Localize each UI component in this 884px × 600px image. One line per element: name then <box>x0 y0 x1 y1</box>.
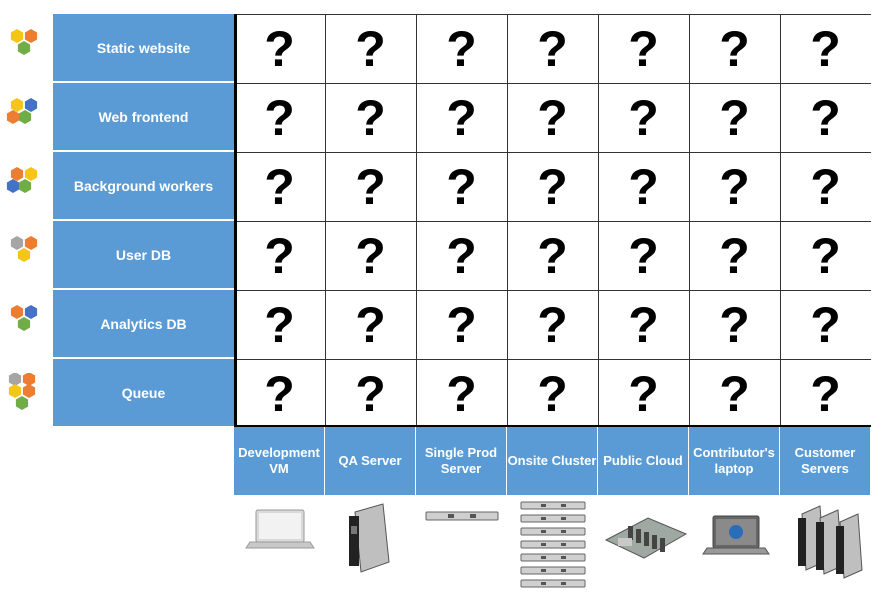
column-label: Customer Servers <box>780 427 871 495</box>
hexagon-shape <box>10 29 24 43</box>
unknown-cell: ? <box>264 158 295 215</box>
unknown-cell: ? <box>537 20 568 77</box>
unknown-cell: ? <box>810 296 841 353</box>
unknown-cell: ? <box>719 20 750 77</box>
row-label: Web frontend <box>53 83 234 151</box>
unknown-cell: ? <box>628 20 659 77</box>
hexagon-shape <box>10 167 24 181</box>
unknown-cell: ? <box>810 227 841 284</box>
unknown-cell: ? <box>719 227 750 284</box>
unknown-cell: ? <box>719 89 750 146</box>
row-label: Queue <box>53 359 234 427</box>
unknown-cell: ? <box>628 89 659 146</box>
blade-servers-icon <box>798 505 863 579</box>
unknown-cell: ? <box>537 89 568 146</box>
hexagon-shape <box>22 373 36 386</box>
column-label: Contributor's laptop <box>689 427 780 495</box>
unknown-cell: ? <box>628 227 659 284</box>
hexagon-cluster-icon <box>10 29 38 55</box>
unknown-cell: ? <box>446 20 477 77</box>
unknown-cell: ? <box>355 89 386 146</box>
unknown-cell: ? <box>446 365 477 422</box>
unknown-cell: ? <box>446 89 477 146</box>
hexagon-cluster-icon <box>10 236 38 262</box>
motherboard-icon <box>604 517 688 559</box>
hexagon-cluster-icon <box>8 373 36 410</box>
unknown-cell: ? <box>537 158 568 215</box>
hexagon-shape <box>18 179 32 193</box>
deployment-matrix: ????????????????????????????????????????… <box>234 14 871 428</box>
hexagon-shape <box>6 179 20 193</box>
hexagon-shape <box>10 236 24 250</box>
unknown-cell: ? <box>355 227 386 284</box>
unknown-cell: ? <box>810 20 841 77</box>
hexagon-shape <box>17 41 31 55</box>
hexagon-shape <box>8 373 22 386</box>
unknown-cell: ? <box>264 296 295 353</box>
blade-server-icon <box>349 503 390 573</box>
hexagon-shape <box>6 110 20 124</box>
grid-lines <box>234 14 871 428</box>
unknown-cell: ? <box>810 365 841 422</box>
dell-laptop-icon <box>702 515 770 555</box>
hexagon-shape <box>22 384 36 398</box>
unknown-cell: ? <box>446 158 477 215</box>
hexagon-shape <box>24 98 38 112</box>
server-stack-icon <box>520 501 586 588</box>
unknown-cell: ? <box>355 20 386 77</box>
unknown-cell: ? <box>264 89 295 146</box>
hexagon-shape <box>10 98 24 112</box>
unknown-cell: ? <box>719 365 750 422</box>
hexagon-shape <box>17 248 31 262</box>
hexagon-cluster-icon <box>10 305 38 331</box>
hexagon-shape <box>15 396 29 410</box>
unknown-cell: ? <box>264 227 295 284</box>
unknown-cell: ? <box>446 296 477 353</box>
hexagon-shape <box>24 167 38 181</box>
unknown-cell: ? <box>355 158 386 215</box>
unknown-cell: ? <box>355 296 386 353</box>
unknown-cell: ? <box>446 227 477 284</box>
unknown-cell: ? <box>810 158 841 215</box>
unknown-cell: ? <box>628 296 659 353</box>
unknown-cell: ? <box>537 296 568 353</box>
column-label: QA Server <box>325 427 416 495</box>
row-label: Background workers <box>53 152 234 220</box>
hexagon-cluster-icon <box>6 167 38 193</box>
column-label: Onsite Cluster <box>507 427 598 495</box>
column-label: Public Cloud <box>598 427 689 495</box>
hexagon-shape <box>8 384 22 398</box>
unknown-cell: ? <box>264 20 295 77</box>
hexagon-shape <box>24 236 38 250</box>
unknown-cell: ? <box>628 365 659 422</box>
unknown-cell: ? <box>719 296 750 353</box>
hexagon-shape <box>18 110 32 124</box>
unknown-cell: ? <box>537 365 568 422</box>
unknown-cell: ? <box>537 227 568 284</box>
hexagon-shape <box>17 317 31 331</box>
hexagon-shape <box>24 305 38 319</box>
hexagon-shape <box>24 29 38 43</box>
column-label: Single Prod Server <box>416 427 507 495</box>
row-label: Analytics DB <box>53 290 234 358</box>
unknown-cell: ? <box>355 365 386 422</box>
column-label: Development VM <box>234 427 325 495</box>
unknown-cell: ? <box>719 158 750 215</box>
unknown-cell: ? <box>264 365 295 422</box>
rack-server-icon <box>425 511 499 521</box>
row-label: Static website <box>53 14 234 82</box>
hexagon-cluster-icon <box>6 98 38 124</box>
unknown-cell: ? <box>810 89 841 146</box>
laptop-icon <box>245 509 315 549</box>
unknown-cell: ? <box>628 158 659 215</box>
row-label: User DB <box>53 221 234 289</box>
hexagon-shape <box>10 305 24 319</box>
